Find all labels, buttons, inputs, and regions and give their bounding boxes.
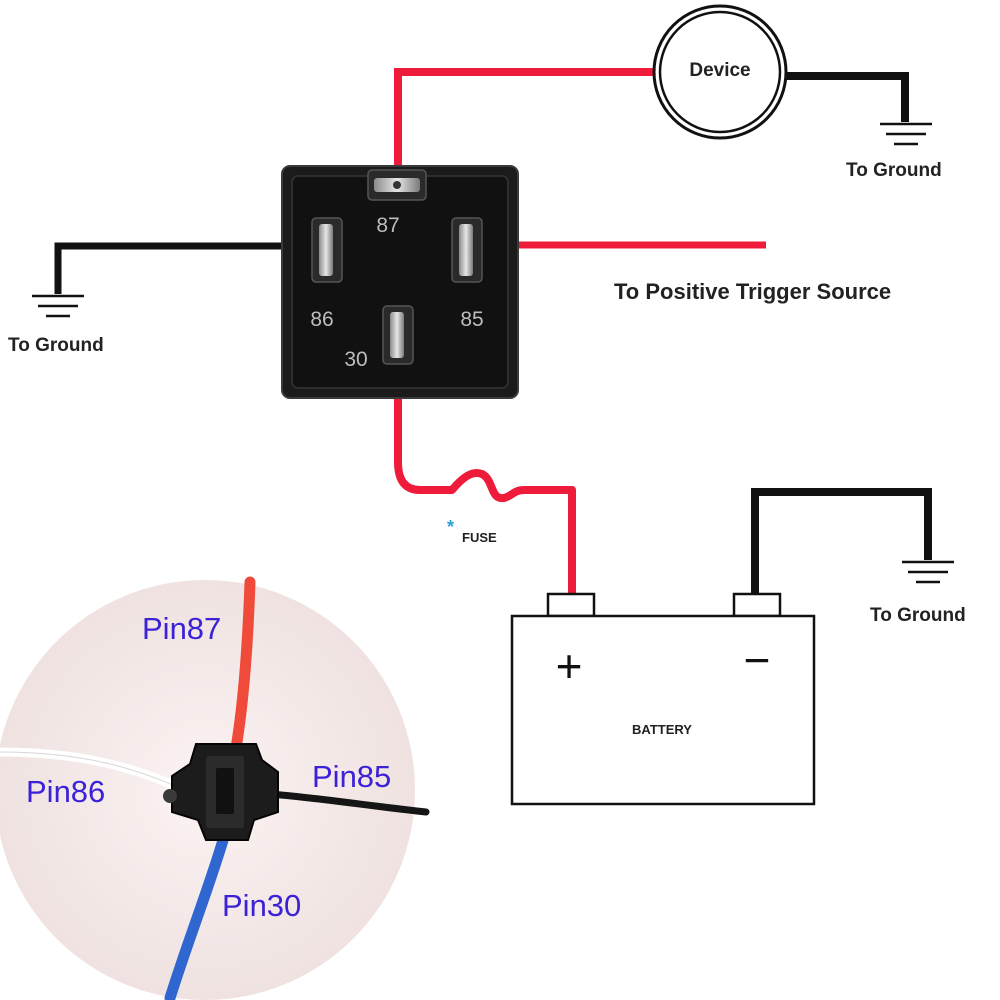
connector-inset — [0, 576, 430, 1000]
wire-pin87-to-device — [394, 68, 656, 178]
fuse-mark: * — [447, 517, 454, 537]
fuse-label: FUSE — [462, 530, 497, 545]
ground-icon — [902, 560, 954, 584]
wire-pin86-to-ground — [54, 242, 322, 294]
battery-minus: − — [744, 634, 771, 686]
ground-label-battery: To Ground — [870, 605, 966, 626]
wire-battery-to-ground — [751, 488, 932, 594]
pin-85-number: 85 — [460, 308, 483, 331]
ground-label-relay: To Ground — [8, 335, 104, 356]
relay-component: 87 86 85 30 — [281, 165, 519, 399]
trigger-label: To Positive Trigger Source — [614, 279, 891, 304]
wire-device-to-ground — [784, 72, 909, 122]
inset-label-pin85: Pin85 — [312, 759, 391, 794]
wire-pin30-fuse-battery — [394, 358, 576, 594]
inset-label-pin87: Pin87 — [142, 611, 221, 646]
ground-label-device: To Ground — [846, 160, 942, 181]
pin-30-number: 30 — [344, 348, 367, 371]
inset-label-pin30: Pin30 — [222, 888, 301, 923]
inset-label-pin86: Pin86 — [26, 774, 105, 809]
device-label: Device — [689, 60, 750, 81]
battery-symbol: + − BATTERY — [510, 592, 816, 806]
ground-icon — [32, 294, 84, 318]
ground-icon — [880, 122, 932, 146]
battery-label: BATTERY — [632, 722, 692, 737]
pin-87-number: 87 — [376, 214, 399, 237]
battery-plus: + — [556, 640, 583, 692]
pin-86-number: 86 — [310, 308, 333, 331]
device-symbol: Device — [652, 4, 788, 140]
